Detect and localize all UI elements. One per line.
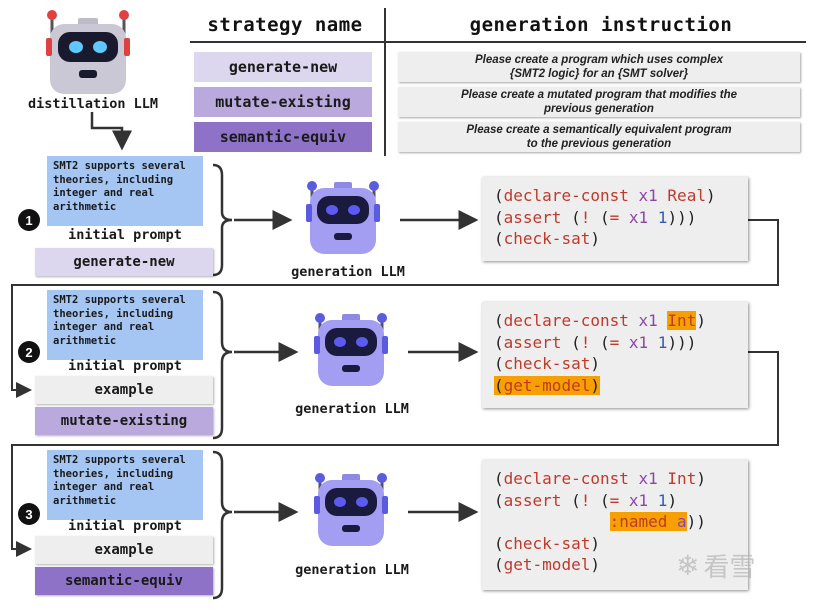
snowflake-icon: ❄: [676, 548, 700, 582]
table-column-rule: [384, 8, 386, 156]
code-line: :named a)): [609, 512, 706, 531]
instruction-generate-new: Please create a program which uses compl…: [398, 52, 800, 82]
code-line: (check-sat): [494, 229, 600, 248]
code-line: (declare-const x1 Int): [494, 311, 706, 330]
step-2-initial-prompt-label: initial prompt: [68, 358, 182, 374]
watermark: ❄ 看雪: [676, 545, 796, 585]
instruction-generate-new-line1: Please create a program which uses compl…: [474, 54, 723, 66]
watermark-text: 看雪: [703, 552, 756, 583]
instruction-mutate-existing-line1: Please create a mutated program that mod…: [460, 89, 738, 101]
step-3-badge: 3: [18, 503, 40, 525]
distillation-llm-label: distillation LLM: [27, 96, 159, 112]
get-model-highlight: (get-model): [494, 375, 600, 395]
instruction-generate-new-line2: {SMT2 logic} for an {SMT solver}: [509, 68, 689, 80]
step-1-generation-llm-label: generation LLM: [291, 264, 405, 280]
strategy-generate-new: generate-new: [194, 52, 372, 82]
step-2-code-block: (declare-const x1 Int) (assert (! (= x1 …: [482, 302, 748, 408]
instruction-semantic-equiv: Please create a semantically equivalent …: [398, 122, 800, 152]
code-line: (assert (! (= x1 1))): [494, 332, 697, 352]
code-line: (get-model): [494, 555, 600, 574]
step-1-code-block: (declare-const x1 Real) (assert (! (= x1…: [482, 177, 748, 261]
int-highlight: Int: [667, 311, 697, 330]
instruction-semantic-equiv-line2: to the previous generation: [526, 138, 672, 150]
step-3-initial-prompt-label: initial prompt: [68, 518, 182, 534]
step-1-initial-prompt-label: initial prompt: [68, 227, 182, 243]
step-2-strategy-mutate-existing: mutate-existing: [35, 407, 213, 435]
distillation-robot-icon: [38, 8, 138, 98]
step-3-code-block: (declare-const x1 Int) (assert (! (= x1 …: [482, 460, 748, 590]
instruction-mutate-existing: Please create a mutated program that mod…: [398, 87, 800, 117]
code-line: (assert (! (= x1 1): [494, 490, 678, 510]
code-line: (assert (! (= x1 1))): [494, 207, 697, 227]
step-1-prompt-box: SMT2 supports several theories, includin…: [47, 156, 203, 226]
step-2-badge: 2: [18, 341, 40, 363]
step-2-prompt-box: SMT2 supports several theories, includin…: [47, 290, 203, 360]
step-1-badge: 1: [18, 209, 40, 231]
code-line: (declare-const x1 Int): [494, 469, 706, 488]
code-line: (declare-const x1 Real): [494, 186, 716, 205]
instruction-semantic-equiv-line1: Please create a semantically equivalent …: [466, 124, 732, 136]
generation-robot-1-icon: [298, 178, 388, 268]
step-3-prompt-box: SMT2 supports several theories, includin…: [47, 450, 203, 520]
generation-instruction-header: generation instruction: [469, 14, 733, 36]
step-3-strategy-semantic-equiv: semantic-equiv: [35, 567, 213, 595]
step-1-strategy-generate-new: generate-new: [35, 248, 213, 276]
generation-robot-2-icon: [306, 310, 396, 400]
code-line: (check-sat): [494, 354, 600, 373]
table-header-rule: [190, 41, 806, 43]
code-line: (check-sat): [494, 533, 600, 553]
named-highlight: :named a: [609, 512, 687, 531]
generation-robot-3-icon: [306, 470, 396, 560]
step-2-example-box: example: [35, 376, 213, 404]
strategy-semantic-equiv: semantic-equiv: [194, 122, 372, 152]
step-3-generation-llm-label: generation LLM: [295, 562, 409, 578]
step-2-generation-llm-label: generation LLM: [295, 401, 409, 417]
step-3-example-box: example: [35, 536, 213, 564]
instruction-mutate-existing-line2: previous generation: [544, 103, 654, 115]
strategy-mutate-existing: mutate-existing: [194, 87, 372, 117]
strategy-name-header: strategy name: [207, 14, 363, 36]
